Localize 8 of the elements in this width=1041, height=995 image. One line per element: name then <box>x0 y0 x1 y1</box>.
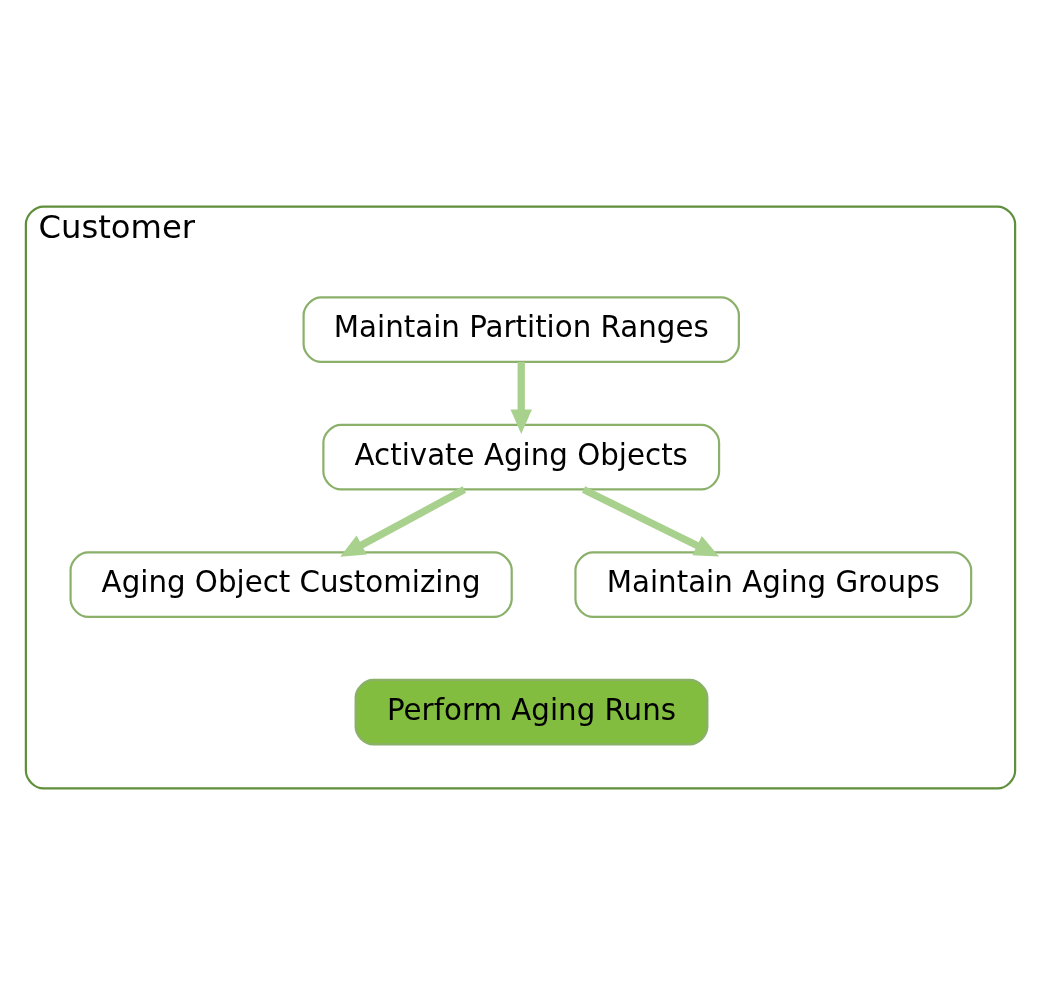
node-box: Perform Aging Runs <box>354 678 709 746</box>
node-box: Maintain Aging Groups <box>574 551 973 619</box>
node-box: Aging Object Customizing <box>69 551 513 619</box>
arrow <box>581 486 720 557</box>
arrow <box>510 361 532 434</box>
node-box: Activate Aging Objects <box>322 423 721 491</box>
arrow <box>340 486 467 557</box>
node-box: Maintain Partition Ranges <box>302 296 740 364</box>
